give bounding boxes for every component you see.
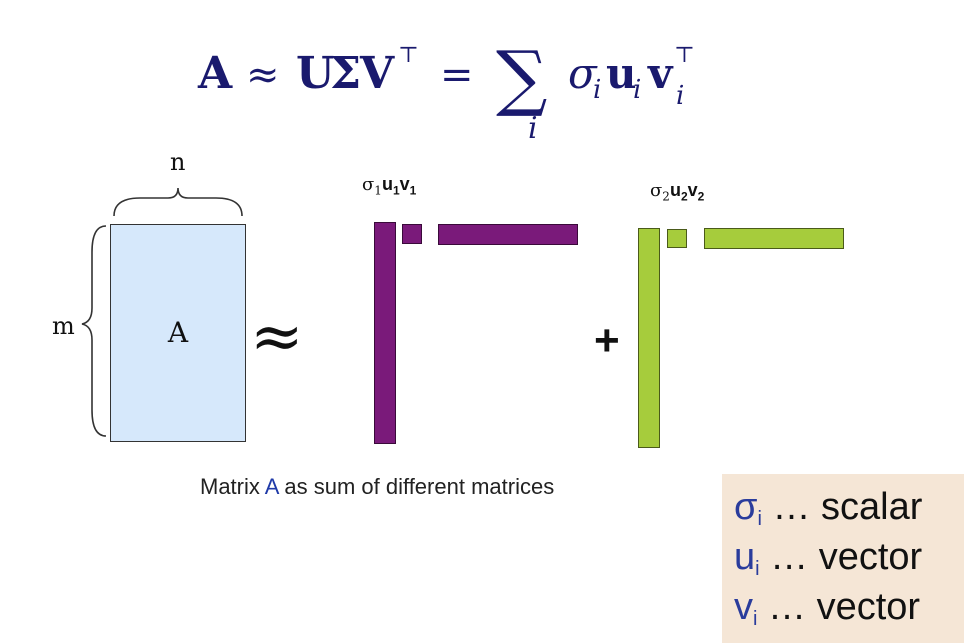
approx-symbol: ≈ <box>250 300 304 374</box>
term-1-sigma-sub: 1 <box>374 183 382 198</box>
formula-transpose-1: ⊤ <box>398 43 419 68</box>
term-1-sigma: σ <box>362 174 375 195</box>
formula-u: u <box>606 49 637 98</box>
formula-equals: = <box>440 52 474 98</box>
caption-highlight: A <box>264 474 279 499</box>
formula-U: U <box>296 48 334 99</box>
formula-V: V <box>359 48 395 99</box>
legend-u-symbol: u <box>734 536 756 578</box>
term-1-v-sub: 1 <box>409 183 417 198</box>
plus-symbol: + <box>594 316 620 365</box>
term-1-u-sub: 1 <box>392 183 400 198</box>
term-2-u-sub: 2 <box>680 189 688 204</box>
top-brace <box>113 187 243 217</box>
formula-v-index: i <box>676 81 684 111</box>
term-2-sigma-sub: 2 <box>662 189 670 204</box>
legend-row-sigma: σi … scalar <box>734 486 922 531</box>
caption-prefix: Matrix <box>200 474 265 499</box>
left-brace <box>81 225 107 437</box>
term-1-label: σ1u1v1 <box>362 174 416 198</box>
formula-transpose-2: ⊤ <box>674 43 695 68</box>
term-2-sigma: σ <box>650 180 663 201</box>
formula-A: A <box>197 48 233 99</box>
svd-formula: A ≈ U Σ V ⊤ = ∑ i σ i u i v i ⊤ <box>0 10 964 150</box>
term-2-v: v <box>687 180 698 200</box>
formula-v: v <box>647 49 674 98</box>
formula-svg: A ≈ U Σ V ⊤ = ∑ i σ i u i v i ⊤ <box>197 35 695 146</box>
formula-Sigma: Σ <box>330 48 361 99</box>
term-2-label: σ2u2v2 <box>650 180 704 204</box>
formula-sigma: σ <box>568 49 598 98</box>
term-1-u-vector <box>374 222 396 444</box>
legend-row-u: ui … vector <box>734 536 922 581</box>
formula-sum-index: i <box>528 111 538 146</box>
term-1-u: u <box>381 174 393 194</box>
legend-row-v: vi … vector <box>734 586 920 631</box>
term-1-v-vector <box>438 224 578 245</box>
legend-u-text: … vector <box>759 536 923 578</box>
cols-label: n <box>170 148 186 176</box>
legend-sigma-text: … scalar <box>761 486 923 528</box>
matrix-A-label: A <box>167 316 189 349</box>
formula-sum: ∑ <box>496 35 547 119</box>
caption: Matrix A as sum of different matrices <box>200 474 554 500</box>
legend-sigma-sub: i <box>757 508 762 530</box>
term-2-sigma-scalar <box>667 229 687 248</box>
legend-v-text: … vector <box>757 586 921 628</box>
formula-approx: ≈ <box>246 52 280 98</box>
rows-label: m <box>52 312 75 340</box>
term-2-v-sub: 2 <box>697 189 705 204</box>
legend-u-sub: i <box>755 558 760 580</box>
term-1-sigma-scalar <box>402 224 422 244</box>
legend-v-sub: i <box>753 608 758 630</box>
caption-suffix: as sum of different matrices <box>278 474 555 499</box>
formula-sigma-index: i <box>593 75 601 105</box>
legend-sigma-symbol: σ <box>734 486 758 528</box>
term-2-u: u <box>669 180 681 200</box>
formula-u-index: i <box>633 75 641 105</box>
term-2-v-vector <box>704 228 844 249</box>
matrix-A <box>110 224 246 442</box>
legend-v-symbol: v <box>734 586 753 628</box>
term-1-v: v <box>399 174 410 194</box>
legend-box: σi … scalar ui … vector vi … vector <box>722 474 964 643</box>
term-2-u-vector <box>638 228 660 448</box>
